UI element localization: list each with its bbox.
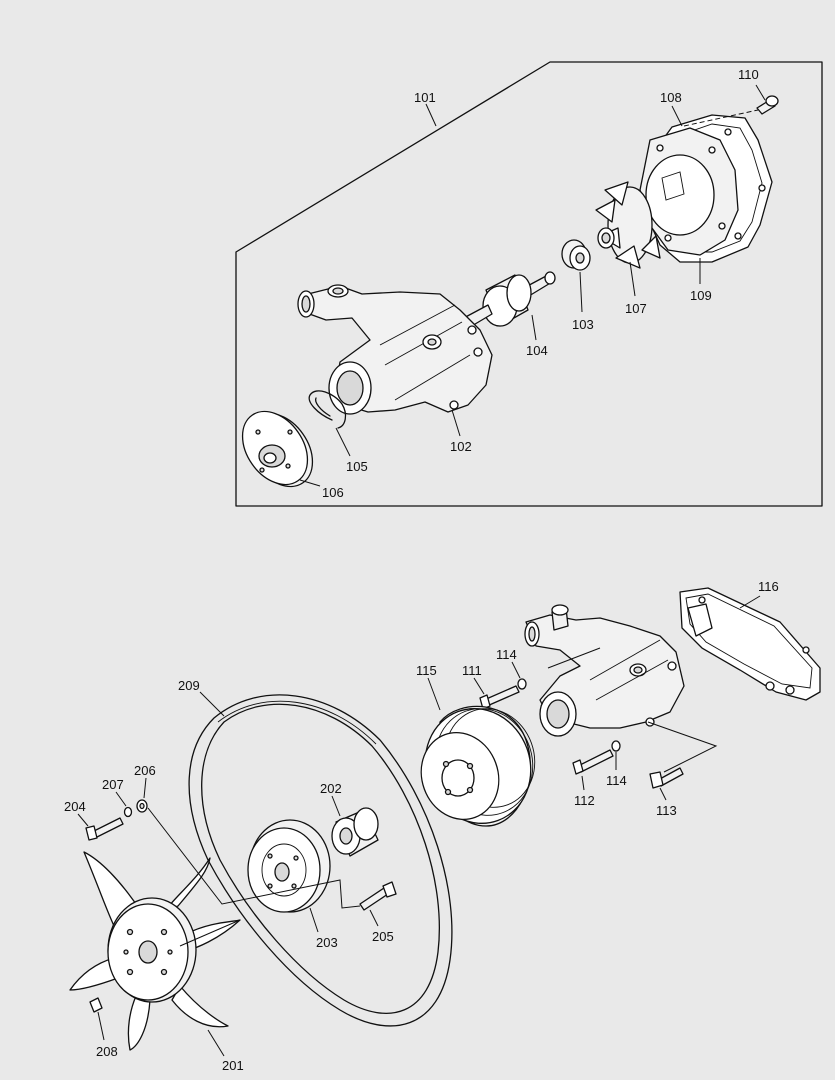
callout-115: 115 xyxy=(416,663,437,678)
callout-202: 202 xyxy=(320,781,342,796)
part-204-bolt xyxy=(77,813,124,841)
callout-109: 109 xyxy=(690,288,712,303)
part-103-seal xyxy=(561,239,591,313)
part-114-washer-upper xyxy=(511,661,527,690)
callout-107: 107 xyxy=(625,301,647,316)
lower-bolt-leaders xyxy=(547,647,718,773)
callout-209: 209 xyxy=(178,678,200,693)
callout-114-upper: 114 xyxy=(496,647,517,662)
part-109-cover xyxy=(639,127,739,284)
callout-111: 111 xyxy=(462,663,482,678)
callout-112: 112 xyxy=(574,793,595,808)
part-202-spacer xyxy=(331,795,379,857)
callout-110: 110 xyxy=(738,67,759,82)
part-206-washer xyxy=(136,777,148,813)
callout-108: 108 xyxy=(660,90,682,105)
part-203-fan-pulley xyxy=(247,819,331,933)
assembled-water-pump xyxy=(524,604,685,737)
callout-203: 203 xyxy=(316,935,338,950)
part-112-bolt xyxy=(572,749,614,791)
callout-204: 204 xyxy=(64,799,86,814)
part-208-nut xyxy=(89,997,105,1041)
callout-201: 201 xyxy=(222,1058,244,1073)
part-111-bolt xyxy=(473,677,520,710)
part-114-washer-lower xyxy=(611,740,621,770)
part-106-hub-flange xyxy=(241,410,321,488)
callout-105: 105 xyxy=(346,459,368,474)
callout-106: 106 xyxy=(322,485,344,500)
part-116-gasket xyxy=(679,587,821,701)
callout-208: 208 xyxy=(96,1044,118,1059)
part-209-v-belt xyxy=(188,691,453,1027)
callout-102: 102 xyxy=(450,439,472,454)
lower-assembly-leaders xyxy=(147,807,361,947)
part-113-bolt xyxy=(649,767,684,801)
part-205-bolt xyxy=(359,881,397,927)
part-110-screw xyxy=(755,84,779,115)
part-105-circlip xyxy=(308,390,351,457)
callout-207: 207 xyxy=(102,777,124,792)
callout-114-lower: 114 xyxy=(606,773,627,788)
callout-205: 205 xyxy=(372,929,394,944)
part-107-impeller xyxy=(595,181,661,297)
callout-116: 116 xyxy=(758,579,779,594)
callout-101: 101 xyxy=(414,90,436,105)
callout-103: 103 xyxy=(572,317,594,332)
part-201-fan xyxy=(69,851,241,1057)
callout-113: 113 xyxy=(656,803,677,818)
callout-206: 206 xyxy=(134,763,156,778)
upper-leader-lines xyxy=(425,103,759,127)
part-115-pulley xyxy=(420,677,536,827)
callout-104: 104 xyxy=(526,343,548,358)
part-207-washer xyxy=(115,791,133,818)
callout-labels: 101 102 103 104 105 106 107 108 109 110 … xyxy=(64,67,779,1073)
pump-subassembly-frame xyxy=(235,61,823,507)
